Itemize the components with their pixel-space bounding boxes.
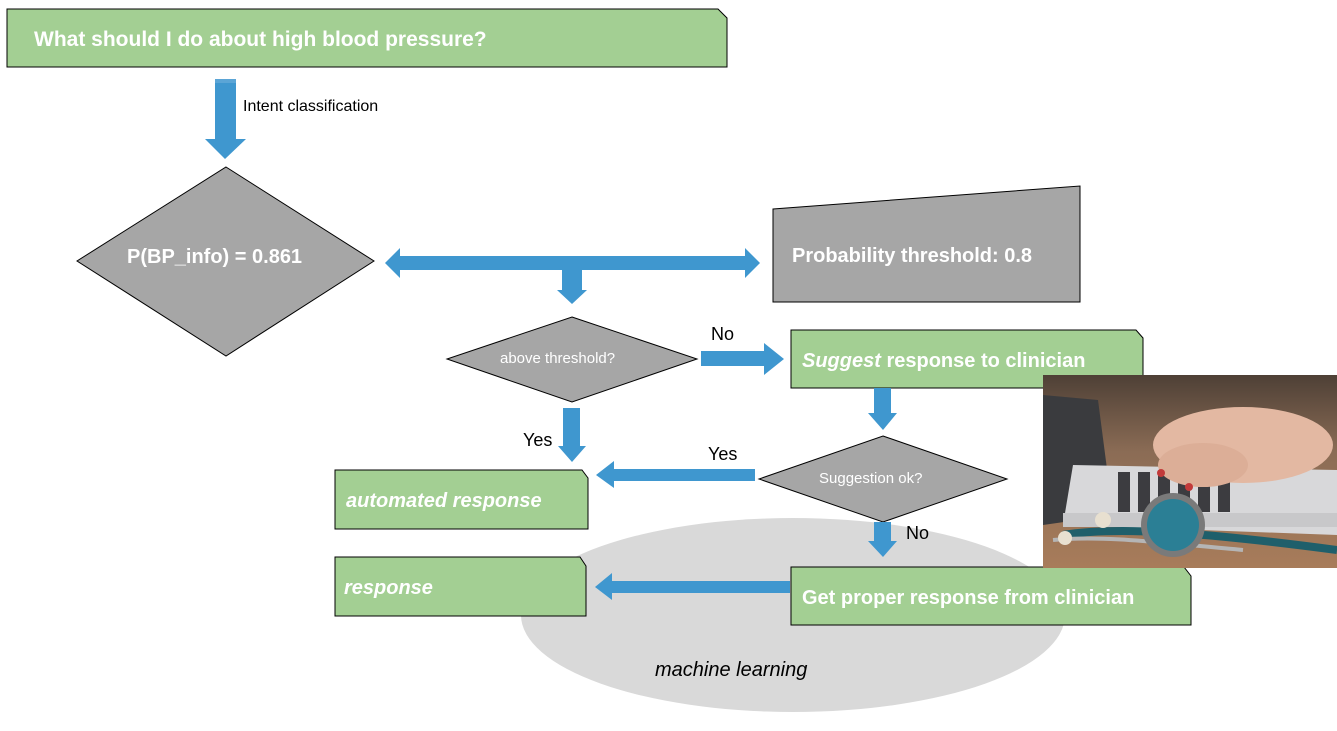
threshold-yes-arrow (558, 408, 586, 462)
suggest-emphasis: Suggest (802, 350, 881, 372)
suggest-down-arrow (868, 388, 897, 430)
proper-response-arrow (595, 573, 790, 600)
photo-illustration (1043, 375, 1337, 568)
suggestion-yes-label: Yes (708, 444, 738, 464)
probability-text: P(BP_info) = 0.861 (127, 246, 303, 268)
intent-arrow (205, 79, 246, 159)
question-box (6, 8, 728, 68)
suggestion-ok-text: Suggestion ok? (819, 470, 923, 487)
response-box (334, 556, 587, 617)
suggestion-no-label: No (906, 523, 930, 543)
threshold-text: Probability threshold: 0.8 (792, 245, 1033, 267)
automated-response-box (334, 469, 589, 530)
suggest-rest: response to clinician (880, 350, 1086, 372)
threshold-yes-label: Yes (523, 430, 553, 450)
machine-learning-label: machine learning (655, 659, 808, 681)
suggest-text: Suggest response to clinician (802, 350, 1085, 373)
probability-diamond (76, 166, 375, 357)
automated-response-text: automated response (346, 490, 542, 512)
suggestion-no-arrow (868, 522, 897, 557)
threshold-no-label: No (711, 324, 735, 344)
response-text: response (344, 577, 433, 599)
double-arrow (385, 248, 760, 304)
proper-response-text: Get proper response from clinician (802, 587, 1135, 609)
threshold-box (772, 185, 1081, 303)
clinician-laptop-photo (1043, 375, 1337, 568)
above-threshold-text: above threshold? (500, 350, 616, 367)
intent-classification-label: Intent classification (243, 98, 379, 115)
above-threshold-diamond (445, 316, 699, 403)
suggestion-yes-arrow (596, 461, 755, 488)
suggest-box (790, 329, 1144, 389)
threshold-no-arrow (701, 343, 784, 375)
question-text: What should I do about high blood pressu… (34, 28, 487, 51)
